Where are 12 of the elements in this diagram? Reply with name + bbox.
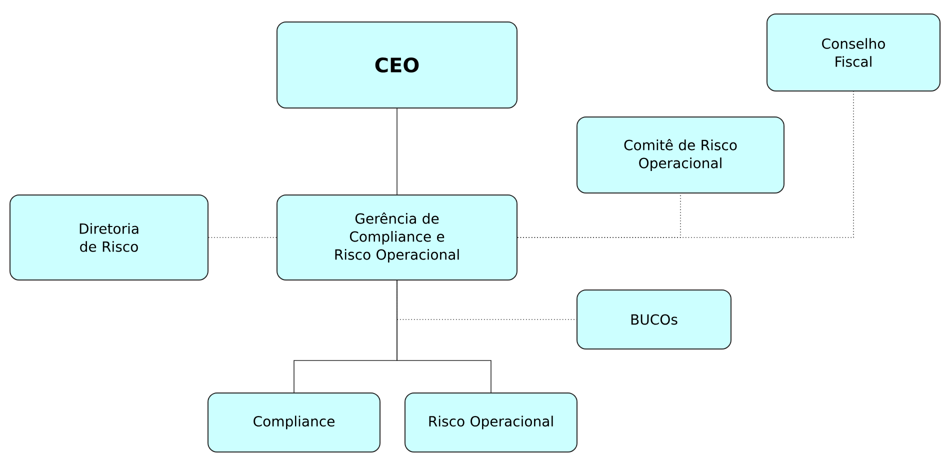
org-box: CEO: [276, 22, 518, 108]
org-box: BUCOs: [576, 290, 732, 350]
org-box: Compliance: [208, 392, 380, 452]
connector-line: [396, 280, 492, 393]
org-box: Comitê de Risco Operacional: [576, 116, 784, 194]
connector-line: [517, 91, 854, 238]
org-box: Risco Operacional: [404, 392, 578, 452]
connector-line: [396, 108, 398, 195]
org-box: Conselho Fiscal: [766, 14, 940, 92]
org-box: Diretoria de Risco: [10, 194, 209, 280]
org-box: Gerência de Compliance e Risco Operacional: [276, 194, 518, 280]
connector-line: [208, 237, 277, 238]
